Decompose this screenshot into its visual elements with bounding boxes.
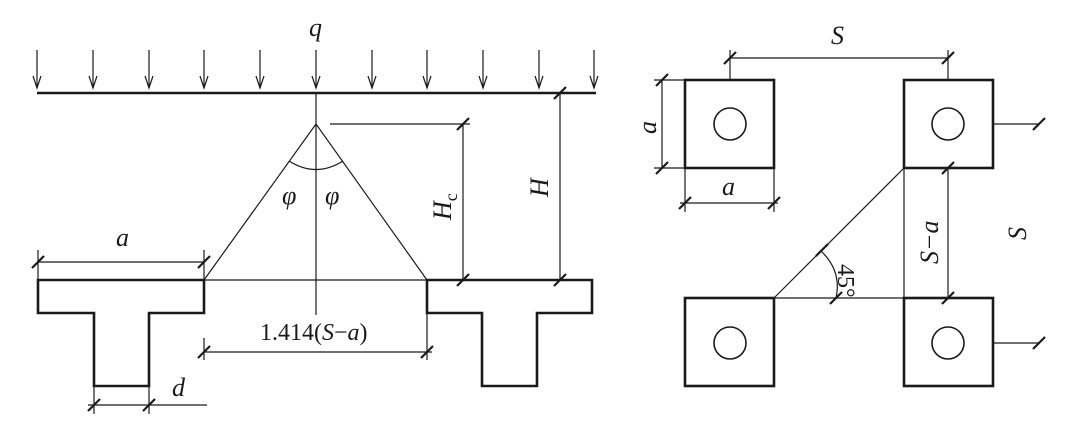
dimension-h xyxy=(553,86,567,287)
dimension-hc xyxy=(330,117,470,287)
pile-top-left xyxy=(713,107,747,141)
dimension-a xyxy=(31,250,211,280)
dimension-a-label: a xyxy=(116,223,129,252)
soil-arch xyxy=(203,93,428,315)
diagonal-spacing-label: 1.414(S−a) xyxy=(260,320,368,346)
plan-dimension-a-horizontal xyxy=(678,168,781,212)
angle-label-left: φ xyxy=(282,181,296,210)
left-pile xyxy=(36,278,206,388)
plan-s-minus-a-label: S−a xyxy=(915,220,944,264)
plan-dimension-a-vertical xyxy=(654,73,685,175)
angle-label-right: φ xyxy=(325,181,339,210)
plan-view: 45° S a a xyxy=(633,21,1046,388)
plan-construction-lines xyxy=(773,167,905,305)
load-label: q xyxy=(309,13,322,42)
dimension-h-label: H xyxy=(525,177,554,198)
plan-a-vertical-label: a xyxy=(633,121,662,134)
distributed-load-arrows xyxy=(32,50,599,90)
plan-s-top-label: S xyxy=(831,21,844,50)
pile-cap-top-right xyxy=(902,78,995,170)
pile-top-right xyxy=(931,107,965,141)
plan-dimension-s-minus-a xyxy=(941,161,955,305)
dimension-d-label: d xyxy=(172,373,186,402)
pile-cap-bottom-right xyxy=(902,296,995,388)
pile-cap-top-left xyxy=(683,78,776,170)
plan-a-horizontal-label: a xyxy=(722,172,735,201)
dimension-d xyxy=(87,386,207,414)
plan-dimension-s-top xyxy=(723,50,955,80)
plan-angle-label: 45° xyxy=(832,264,858,298)
plan-dimension-s-right xyxy=(993,117,1046,350)
right-pile xyxy=(425,278,594,388)
dimension-hc-label: Hc xyxy=(428,193,461,221)
dimension-diagonal-spacing xyxy=(197,313,434,360)
pile-cap-bottom-left xyxy=(683,296,776,388)
pile-bottom-right xyxy=(931,326,965,360)
pile-bottom-left xyxy=(713,326,747,360)
plan-s-right-label: S xyxy=(1003,227,1032,240)
section-view: q φ φ a xyxy=(31,13,599,414)
